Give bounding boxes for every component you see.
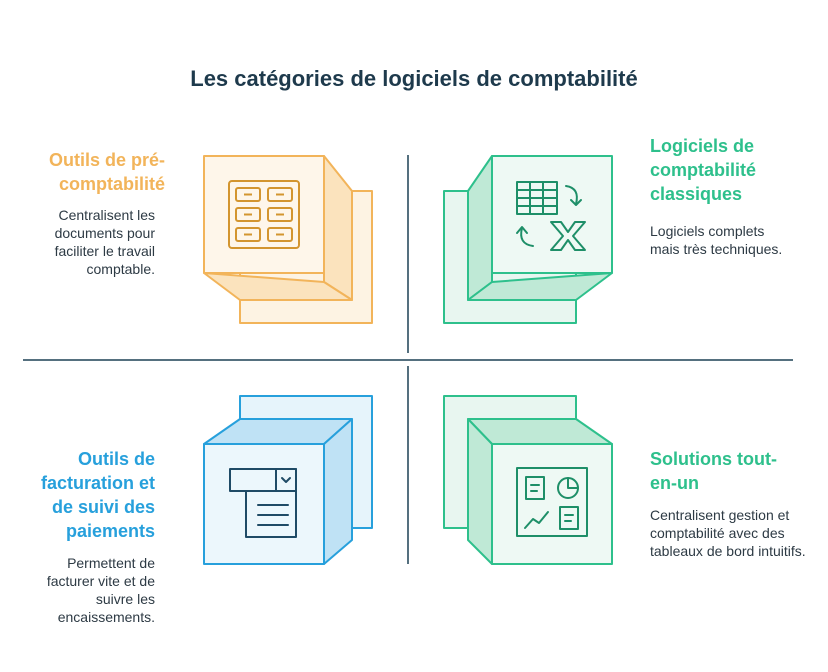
invoicing-card [203,395,373,565]
classic-accounting-card [443,155,613,324]
quadrant-description-classic-accounting: Logiciels complets mais très techniques. [650,223,783,257]
dashboard-icon [516,467,588,537]
quadrant-title-pre-accounting: Outils de pré-comptabilité [48,150,165,194]
quadrant-title-classic-accounting: Logiciels de comptabilité classiques [650,136,757,204]
vertical-divider [407,155,409,353]
all-in-one-card [443,395,613,565]
pre-accounting-card [203,155,373,324]
invoice-icon [229,468,297,538]
diagram-title: Les catégories de logiciels de comptabil… [190,66,638,91]
quadrant-description-pre-accounting: Centralisent les documents pour facilite… [54,207,155,277]
quadrant-description-all-in-one: Centralisent gestion et comptabilité ave… [650,507,806,559]
quadrant-title-invoicing: Outils de facturation et de suivi des pa… [40,449,155,541]
vertical-divider-lower [407,366,409,564]
quadrant-title-all-in-one: Solutions tout-en-un [650,449,777,493]
horizontal-divider [23,359,793,361]
spreadsheet-excel-icon [516,181,586,251]
document-grid-icon [228,180,300,249]
quadrant-description-invoicing: Permettent de facturer vite et de suivre… [46,555,155,625]
